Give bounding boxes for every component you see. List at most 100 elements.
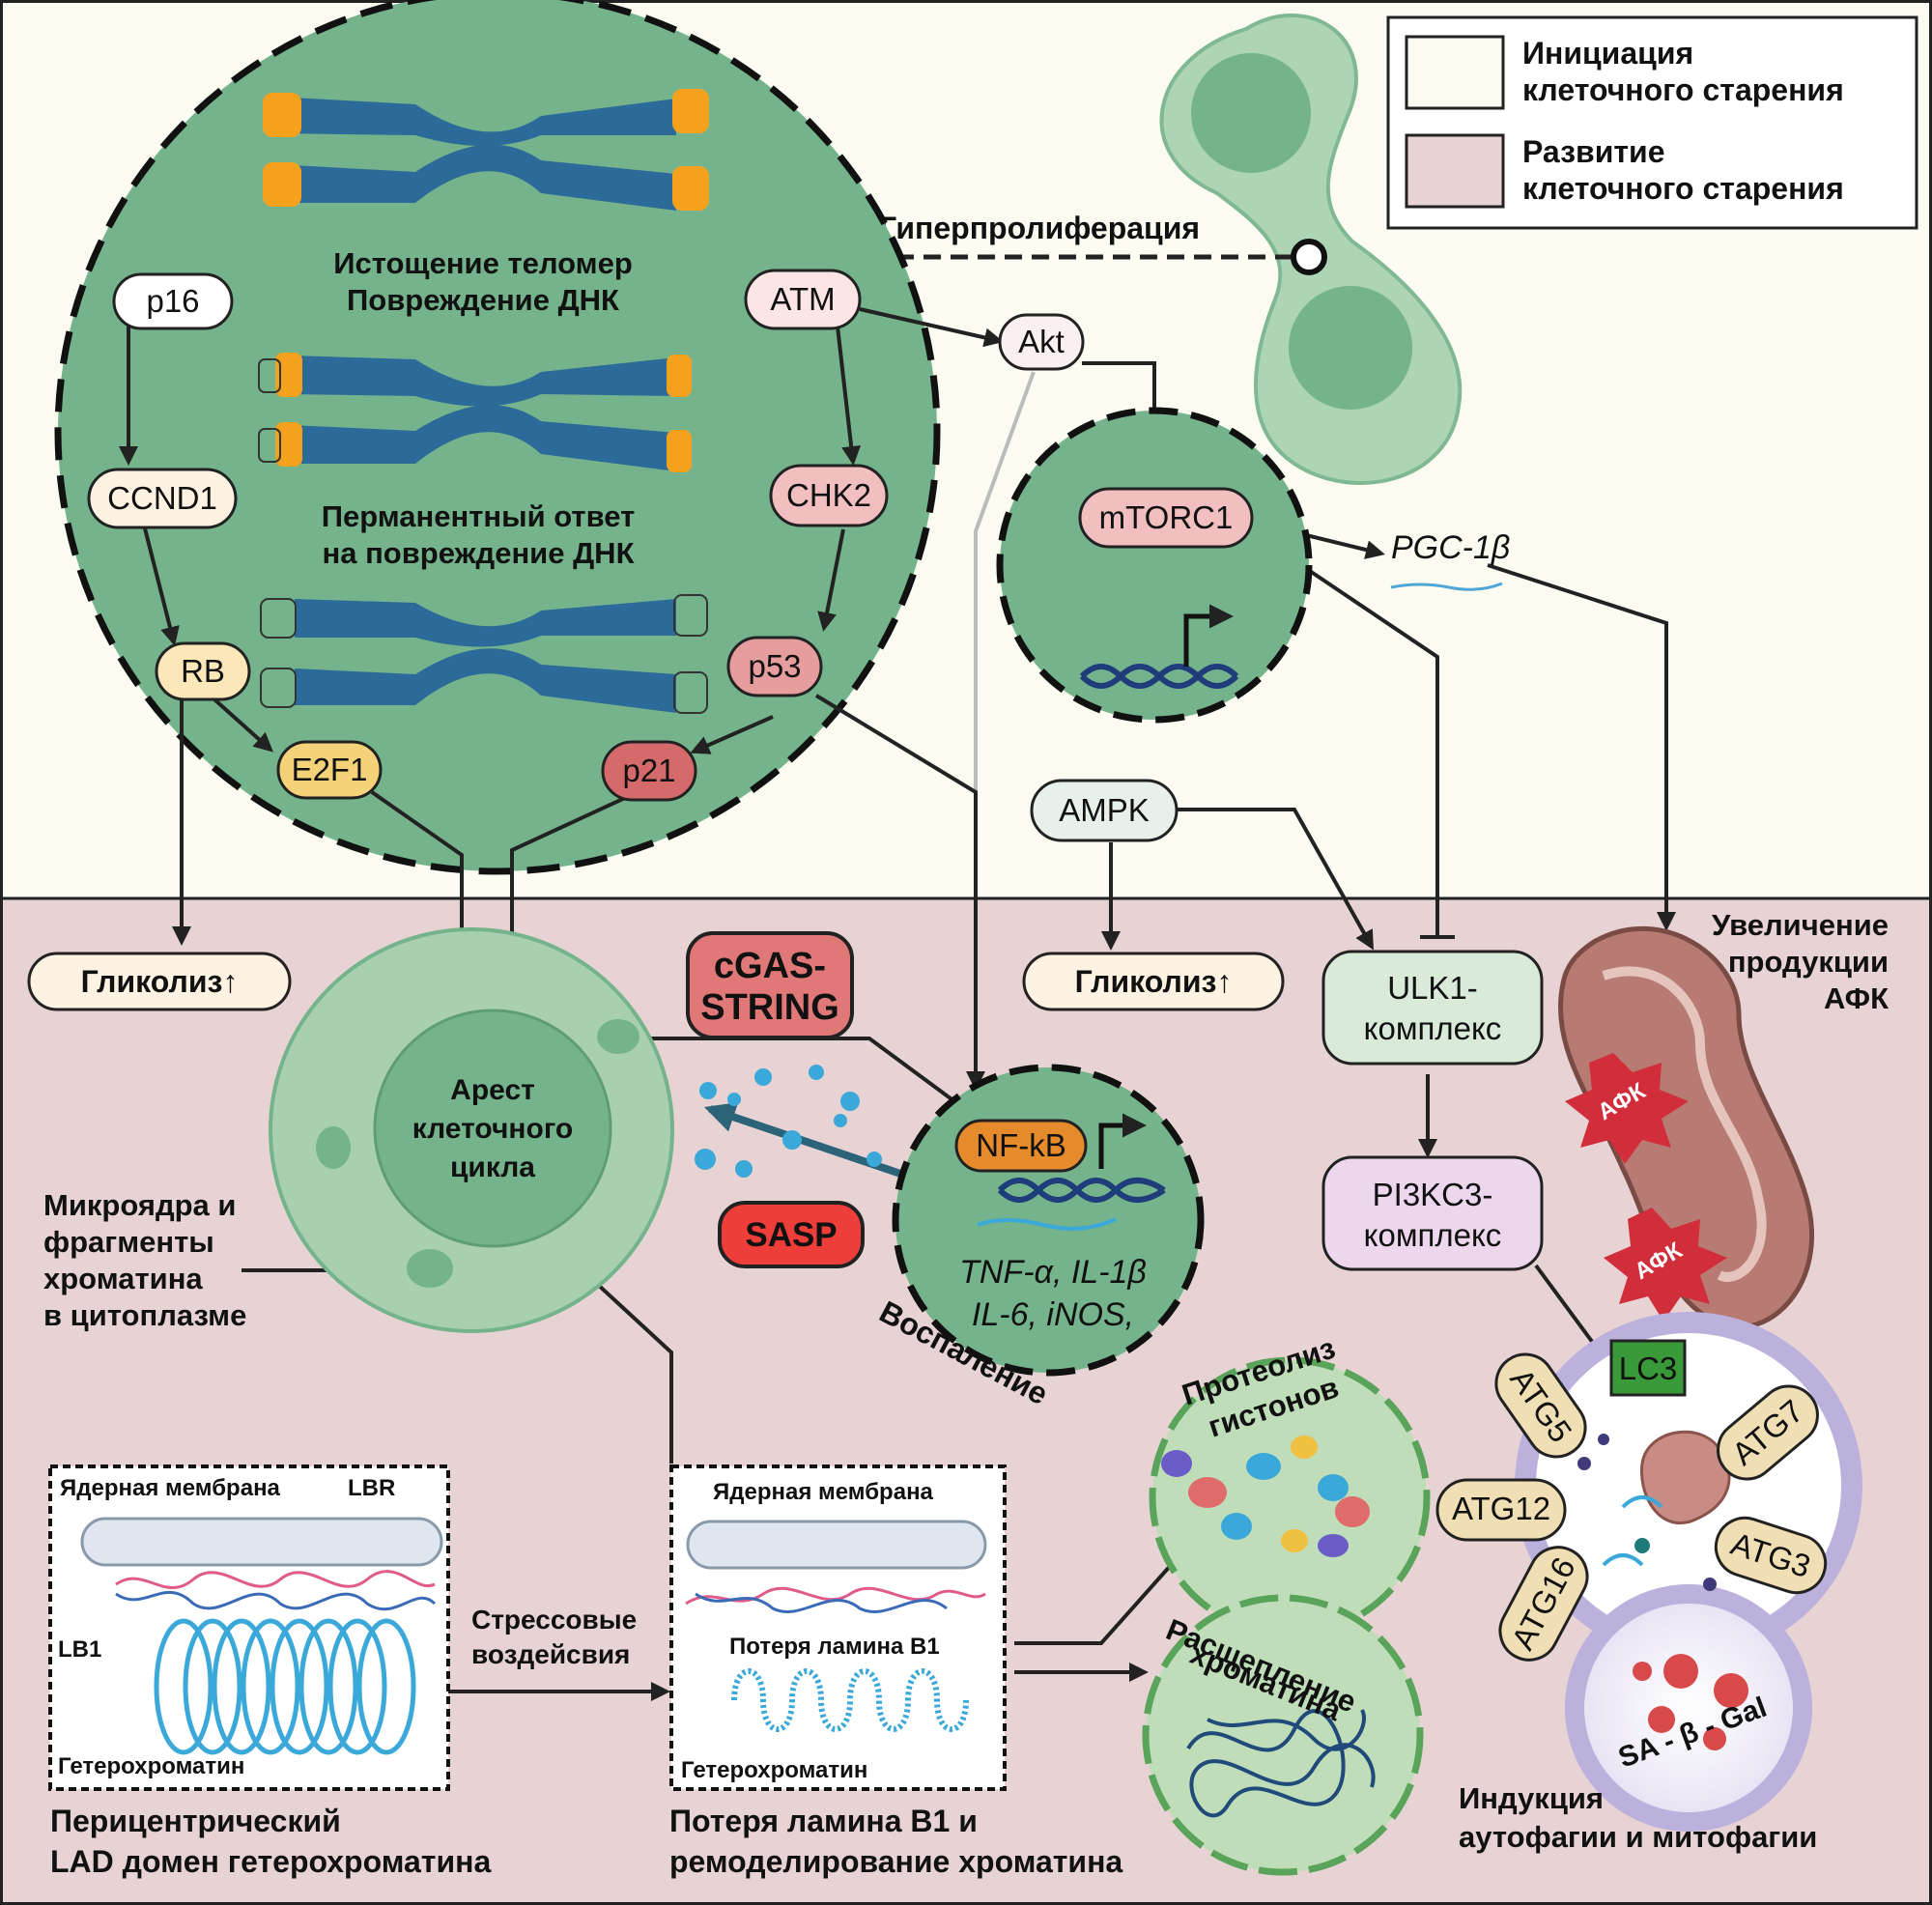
legend-swatch-development [1405,133,1505,209]
hyperproliferation-label: Гиперпролиферация [879,211,1200,245]
node-atg3[interactable]: ATG3 [1709,1511,1833,1601]
nucleus-title-3: Перманентный ответ [322,499,636,533]
nucleus-title-1: Истощение теломер [333,246,633,280]
svg-text:Akt: Akt [1018,324,1065,359]
sasp-particles [695,1065,975,1264]
micronucleus [407,1249,453,1288]
ros-line-3: АФК [1824,981,1889,1015]
svg-text:p53: p53 [748,648,801,684]
ros-line-1: Увеличение [1712,908,1889,942]
svg-text:p16: p16 [146,283,199,319]
svg-text:SASP: SASP [745,1216,837,1254]
svg-text:комплекс: комплекс [1364,1217,1502,1253]
node-akt[interactable]: Akt [998,313,1085,371]
svg-text:cGAS-: cGAS- [714,946,826,986]
lamin-loss-panel: Ядерная мембрана Потеря ламина B1 Гетеро… [669,1464,1007,1791]
ros-burst-1: АФК [1565,1053,1689,1164]
node-p16[interactable]: p16 [112,272,234,330]
legend-initiation-line2: клеточного старения [1522,72,1844,107]
node-rb[interactable]: RB [155,641,251,701]
legend-development-line2: клеточного старения [1522,171,1844,206]
transcription-start-nfkb [1098,1113,1147,1169]
box2-caption-line-2: ремоделирование хроматина [669,1844,1122,1879]
micronuclei-line-2: фрагменты [43,1225,214,1259]
box2-caption-line-1: Потеря ламина B1 и [669,1804,978,1838]
mtorc1-nucleus [996,407,1313,724]
node-p21[interactable]: p21 [601,740,697,802]
dna-helix-mtorc1 [1079,604,1239,689]
svg-text:CCND1: CCND1 [107,480,217,516]
node-ampk[interactable]: AMPK [1030,779,1179,842]
stress-line-1: Стрессовые [471,1605,637,1635]
box1-heterochromatin-label: Гетерохроматин [58,1753,244,1779]
ros-line-2: продукции [1728,945,1889,979]
micronuclei-line-1: Микроядра и [43,1188,236,1222]
glycolysis-left: Гликолиз↑ [27,952,292,1011]
pgc-label: PGC-1β [1391,529,1510,566]
pgc-mrna-icon [1390,582,1503,591]
box1-caption-line-1: Перицентрический [50,1804,341,1838]
svg-text:RB: RB [181,653,225,689]
node-p53[interactable]: p53 [726,636,823,697]
chromosomes [258,89,709,714]
node-cgas-string[interactable]: cGAS- STRING [686,931,854,1039]
micronuclei-line-4: в цитоплазме [43,1298,246,1332]
legend-development-line1: Развитие [1522,134,1665,169]
autophagy-line-1: Индукция [1459,1781,1604,1815]
box1-lb1-label: LB1 [58,1636,101,1663]
svg-text:AMPK: AMPK [1059,792,1150,828]
box1-lbr-label: LBR [348,1475,395,1501]
cytokines-line-1: TNF-α, IL-1β [959,1254,1147,1291]
box2-membrane-label: Ядерная мембрана [713,1479,934,1505]
arrest-line-2: клеточного [412,1113,574,1145]
micronucleus [316,1126,351,1169]
arrest-line-1: Арест [450,1074,535,1106]
svg-text:mTORC1: mTORC1 [1099,499,1234,535]
chromatin-cleavage: Расщепление хроматина [1142,1594,1424,1876]
svg-text:E2F1: E2F1 [292,752,368,787]
node-e2f1[interactable]: E2F1 [276,740,383,800]
chromosome-pair-1 [263,89,709,211]
lad-domain-panel: Ядерная мембрана LBR LB1 Гетерохроматин [48,1464,450,1791]
histone-proteolysis: Протеолиз гистонов [1149,1331,1431,1638]
svg-text:PI3KC3-: PI3KC3- [1373,1177,1493,1212]
node-nfkb[interactable]: NF-kB [954,1119,1088,1173]
arrest-line-3: цикла [450,1152,535,1183]
autophagy-line-2: аутофагии и митофагии [1459,1820,1817,1854]
box1-caption-line-2: LAD домен гетерохроматина [50,1844,491,1879]
node-atg12[interactable]: ATG12 [1435,1478,1567,1542]
svg-text:CHK2: CHK2 [786,477,871,513]
svg-text:Гликолиз↑: Гликолиз↑ [1075,964,1233,999]
node-chk2[interactable]: CHK2 [769,464,889,527]
node-pi3kc3-complex[interactable]: PI3KC3- комплекс [1321,1155,1544,1271]
svg-text:ATM: ATM [770,281,835,317]
node-mtorc1[interactable]: mTORC1 [1078,487,1254,549]
node-atm[interactable]: ATM [744,269,862,330]
node-ulk1-complex[interactable]: ULK1- комплекс [1321,950,1544,1066]
micronucleus [597,1019,639,1054]
svg-text:NF-kB: NF-kB [976,1127,1066,1163]
pathway-arrows [119,307,1760,1701]
svg-text:комплекс: комплекс [1364,1010,1502,1046]
micronuclei-line-3: хроматина [43,1262,203,1295]
nucleus-title-2: Повреждение ДНК [347,283,619,317]
node-sasp[interactable]: SASP [718,1201,865,1268]
legend-swatch-initiation [1405,35,1505,110]
svg-text:ATG12: ATG12 [1452,1491,1550,1526]
box2-lamin-loss-label: Потеря ламина B1 [729,1634,940,1660]
cytokines-line-2: IL-6, iNOS, [972,1296,1134,1333]
node-lc3[interactable]: LC3 [1609,1339,1687,1397]
legend: Инициация клеточного старения Развитие к… [1386,15,1918,230]
ros-burst-2: АФК [1604,1208,1727,1322]
svg-text:Гликолиз↑: Гликолиз↑ [81,964,239,999]
box2-heterochromatin-label: Гетерохроматин [681,1757,867,1783]
arrested-cell-nucleus [373,1009,612,1248]
glycolysis-right: Гликолиз↑ [1022,952,1285,1011]
legend-initiation-line1: Инициация [1522,36,1693,71]
box1-membrane-label: Ядерная мембрана [60,1475,281,1501]
stress-line-2: воздейсвия [471,1639,630,1669]
node-ccnd1[interactable]: CCND1 [87,468,238,529]
hyperproliferation-node [1291,239,1327,275]
